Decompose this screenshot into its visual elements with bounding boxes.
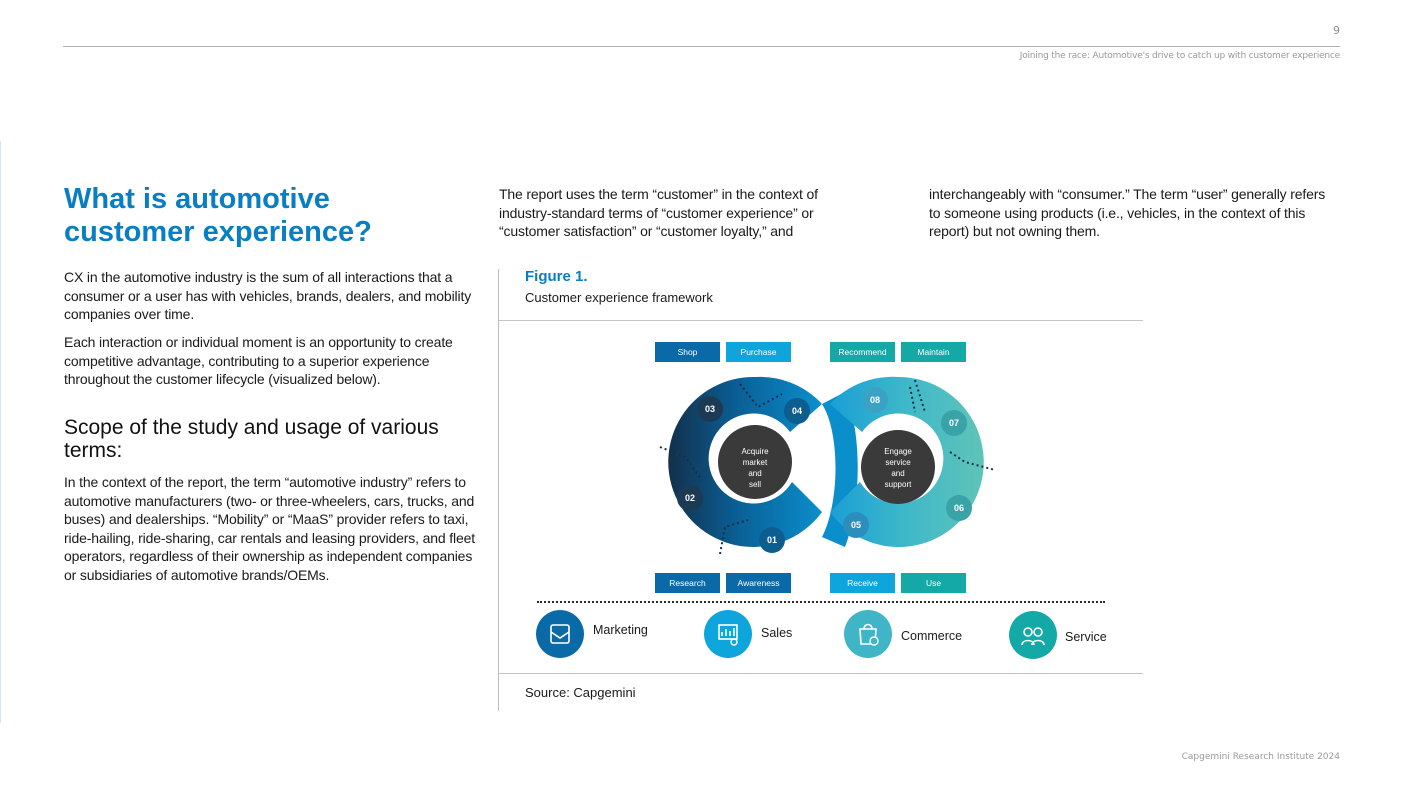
tag-receive: Receive [830,573,895,593]
right-loop-label-line: Engage [884,447,912,456]
commerce-label: Commerce [901,629,963,643]
commerce-icon [844,610,892,658]
left-loop-label-line: and [748,469,762,478]
figure-caption: Customer experience framework [525,290,713,305]
page-number: 9 [1333,24,1340,37]
step-badge-07: 07 [941,410,967,436]
tag-awareness: Awareness [726,573,791,593]
left-edge-line [0,141,1,723]
step-badge-06: 06 [946,495,972,521]
tag-research: Research [655,573,720,593]
section-title: What is automotive customer experience? [64,183,372,248]
step-badge-01: 01 [759,527,785,553]
divider-right-top2 [914,379,926,413]
right-loop-center [861,430,935,504]
terms-paragraph-part2: interchangeably with “consumer.” The ter… [929,186,1326,239]
functions-divider [537,601,1105,603]
terms-paragraph-part1: The report uses the term “customer” in t… [499,186,818,239]
cx-lifecycle-diagram [659,376,996,555]
opportunity-paragraph: Each interaction or individual moment is… [64,334,453,387]
marketing-label: Marketing [593,623,648,637]
step-badge-02: 02 [677,485,703,511]
figure-left-rule [498,269,499,711]
left-loop-label-line: Acquire [741,447,769,456]
intro-paragraph: CX in the automotive industry is the sum… [64,269,472,322]
service-icon [1009,611,1057,659]
divider-right-mid [949,451,996,471]
scope-subtitle: Scope of the study and usage of various … [64,416,439,462]
left-loop-label: Acquire market and sell [715,446,795,490]
step-badge-03: 03 [697,396,723,422]
running-title: Joining the race: Automotive's drive to … [1019,51,1340,61]
header-divider [63,46,1340,47]
figure-label: Figure 1. [525,268,588,285]
sales-label: Sales [761,626,793,640]
step-badge-08: 08 [862,387,888,413]
right-loop-label-line: support [884,480,912,489]
step-badge-05: 05 [843,512,869,538]
left-loop-label-line: sell [748,480,761,489]
tag-maintain: Maintain [901,342,966,362]
tag-recommend: Recommend [830,342,895,362]
left-loop-center [718,425,792,499]
tag-purchase: Purchase [726,342,791,362]
divider-right-top [909,386,916,413]
right-loop-label-line: and [891,469,905,478]
figure-top-rule [499,320,1143,321]
divider-left-mid [659,446,703,481]
step-badge-04: 04 [784,398,810,424]
sales-icon [704,610,752,658]
right-loop-label-line: service [885,458,911,467]
scope-paragraph: In the context of the report, the term “… [64,474,475,583]
tag-shop: Shop [655,342,720,362]
left-loop-label-line: market [742,458,768,467]
right-loop-label: Engage service and support [858,446,938,490]
tag-use: Use [901,573,966,593]
figure-bottom-rule [499,673,1143,674]
marketing-icon [536,610,584,658]
service-label: Service [1065,630,1107,644]
footer-credit: Capgemini Research Institute 2024 [1181,752,1340,762]
figure-source: Source: Capgemini [525,685,636,700]
